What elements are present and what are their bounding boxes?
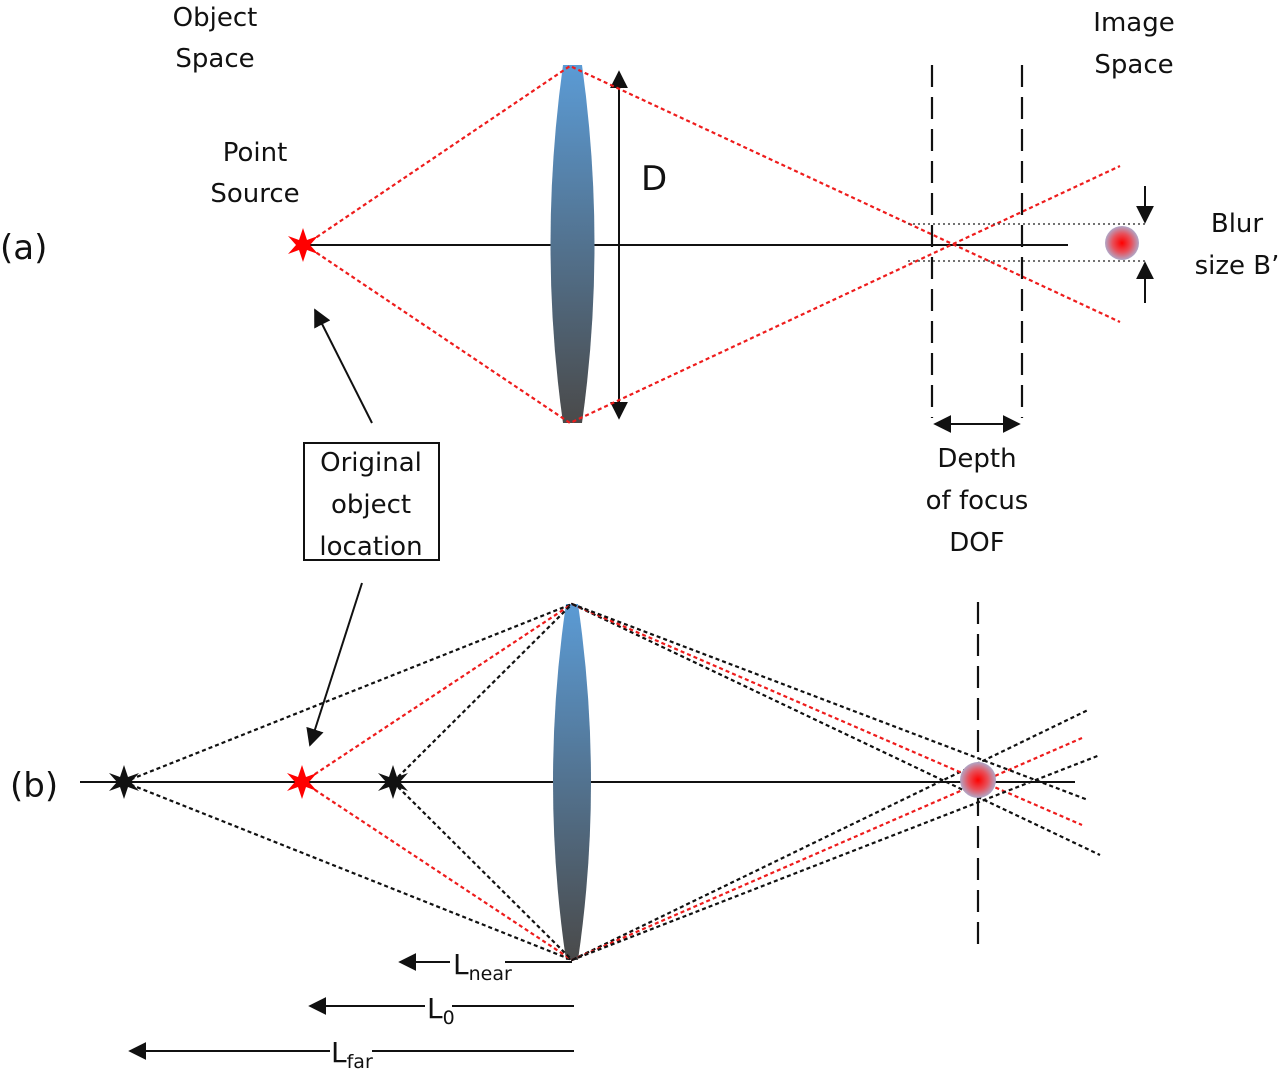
callout-box	[303, 442, 440, 561]
dof-label-line3: DOF	[949, 528, 1004, 558]
dof-label-line1: Depth	[937, 444, 1016, 474]
lens-a	[550, 65, 595, 423]
callout-arrow-up	[314, 308, 373, 424]
distance-original: L0	[308, 992, 574, 1029]
panel-b: (b) Lnear L0	[10, 602, 1101, 1070]
blur-label-line1: Blur	[1211, 209, 1264, 239]
ray-far-upper	[123, 602, 1101, 856]
near-source-star-icon	[378, 765, 408, 799]
distance-original-label: L0	[427, 992, 455, 1029]
point-source-star-icon	[288, 228, 318, 262]
distance-near: Lnear	[398, 948, 572, 985]
callout-arrow-down	[306, 582, 363, 747]
distance-far-label: Lfar	[331, 1036, 373, 1070]
panel-a: (a) Object Space Image Space Point Sourc…	[0, 3, 1279, 558]
aperture-label: D	[641, 159, 667, 199]
original-source-star-icon	[287, 765, 317, 799]
image-space-label-line1: Image	[1093, 8, 1174, 38]
distance-far: Lfar	[128, 1036, 574, 1070]
original-location-callout: Original object location	[303, 308, 440, 747]
panel-b-label: (b)	[10, 766, 58, 806]
panel-a-label: (a)	[0, 228, 47, 268]
blur-spot-b	[960, 762, 996, 798]
blur-spot-a	[1105, 226, 1139, 260]
object-space-label-line1: Object	[173, 3, 258, 33]
object-space-label-line2: Space	[175, 44, 254, 74]
point-source-label-line1: Point	[223, 138, 288, 168]
ray-near-lower	[392, 753, 1101, 962]
ray-far-lower	[123, 709, 1089, 962]
point-source-label-line2: Source	[210, 179, 299, 209]
callout-line3: location	[319, 532, 422, 562]
callout-line1: Original	[320, 448, 422, 478]
image-space-label-line2: Space	[1094, 50, 1173, 80]
callout-line2: object	[331, 490, 411, 520]
ray-upper-a	[304, 64, 1121, 323]
far-source-star-icon	[109, 765, 139, 799]
ray-near-upper	[392, 602, 1089, 802]
distance-near-label: Lnear	[453, 948, 512, 985]
blur-label-line2: size B’	[1195, 251, 1280, 281]
ray-lower-a	[304, 165, 1121, 425]
dof-label-line2: of focus	[926, 486, 1029, 516]
lens-b	[553, 604, 591, 960]
